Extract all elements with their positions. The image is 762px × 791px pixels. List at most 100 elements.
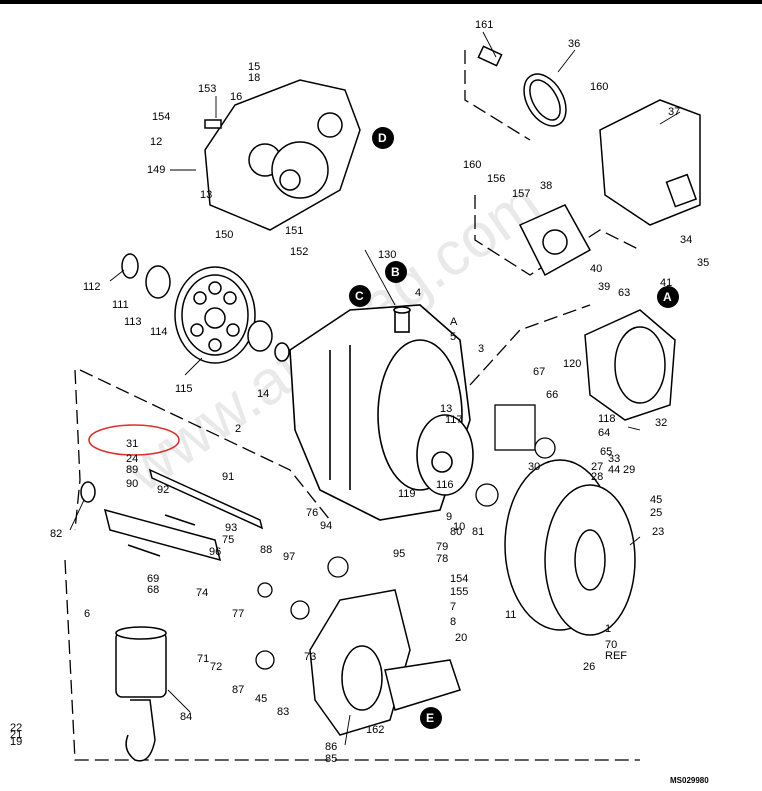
- part-number-label: 67: [533, 366, 545, 378]
- part-number-label: 76: [306, 507, 318, 519]
- part-number-label: 150: [215, 229, 233, 241]
- part-number-label: 114: [150, 326, 168, 338]
- callout-c-circle: [349, 285, 371, 307]
- part-number-label: 154: [152, 111, 170, 123]
- callout-circles: D B C A E: [349, 127, 679, 729]
- part-number-label: 63: [618, 287, 630, 299]
- part-number-label: 26: [583, 661, 595, 673]
- part-number-label: 68: [147, 584, 159, 596]
- part-number-label: 30: [528, 461, 540, 473]
- callout-e-label: E: [426, 711, 434, 725]
- part-number-label: 119: [398, 488, 416, 500]
- part-number-label: 160: [590, 81, 608, 93]
- part-number-label: 153: [198, 83, 216, 95]
- part-number-label: 151: [285, 225, 303, 237]
- part-number-label: 112: [83, 281, 101, 293]
- cable-drum: [504, 459, 636, 636]
- part-number-label: 116: [436, 479, 454, 491]
- part-number-label: 9: [446, 511, 452, 523]
- leader-lines: [69, 31, 681, 746]
- part-number-label: 34: [680, 234, 692, 246]
- part-number-label: 5: [450, 331, 456, 343]
- part-number-label: 160: [463, 159, 481, 171]
- part-number-label: 21: [10, 729, 22, 741]
- part-number-label: 152: [290, 246, 308, 258]
- part-number-label: 91: [222, 471, 234, 483]
- part-number-label: 25: [650, 507, 662, 519]
- part-number-label: 29: [623, 464, 635, 476]
- part-number-label: 118: [598, 413, 616, 425]
- callout-d-label: D: [378, 131, 387, 145]
- motor-top-right: [477, 45, 701, 226]
- part-number-label: 23: [652, 526, 664, 538]
- part-number-label: 154: [450, 573, 468, 585]
- part-number-label: 44: [608, 464, 620, 476]
- part-number-label: 32: [655, 417, 667, 429]
- part-number-label: 90: [126, 478, 138, 490]
- part-number-label: 4: [415, 287, 421, 299]
- part-number-label: 7: [450, 601, 456, 613]
- large-gear: [121, 253, 290, 364]
- part-number-label: 87: [232, 684, 244, 696]
- part-number-label: 33: [608, 453, 620, 465]
- callout-b-circle: [385, 261, 407, 283]
- part-number-label: 73: [304, 651, 316, 663]
- part-number-label: 113: [124, 316, 142, 328]
- part-number-label: 155: [450, 586, 468, 598]
- part-number-label: 14: [257, 388, 269, 400]
- part-number-label: 84: [180, 711, 192, 723]
- top-rule: [0, 0, 762, 4]
- gear-cover: [204, 79, 361, 231]
- part-number-label: 117: [445, 414, 463, 426]
- part-number-label: 156: [487, 173, 505, 185]
- part-number-label: 15: [248, 61, 260, 73]
- part-number-label: 13: [440, 403, 452, 415]
- part-number-label: 79: [436, 541, 448, 553]
- callout-e-circle: [420, 707, 442, 729]
- part-number-label: 8: [450, 616, 456, 628]
- alternator: [584, 309, 676, 421]
- part-number-label: 12: [150, 136, 162, 148]
- part-number-label: 111: [112, 299, 129, 311]
- part-number-label: 20: [455, 632, 467, 644]
- part-number-label: 130: [378, 249, 396, 261]
- part-number-label: 45: [255, 693, 267, 705]
- part-number-label: 82: [50, 528, 62, 540]
- part-number-label: 39: [598, 281, 610, 293]
- part-number-label: 89: [126, 464, 138, 476]
- part-number-label: A: [450, 316, 458, 328]
- part-number-label: 75: [222, 534, 234, 546]
- part-number-label: 40: [590, 263, 602, 275]
- part-number-label: 45: [650, 494, 662, 506]
- part-number-label: 64: [598, 427, 610, 439]
- part-number-label: 95: [393, 548, 405, 560]
- part-number-label: 97: [283, 551, 295, 563]
- part-number-label: 80: [450, 526, 462, 538]
- part-number-label: 94: [320, 520, 332, 532]
- main-housing: [289, 304, 474, 521]
- part-number-label: 35: [697, 257, 709, 269]
- part-number-label: 81: [472, 526, 484, 538]
- part-number-label: 3: [478, 343, 484, 355]
- document-number: MS029980: [670, 776, 709, 785]
- part-number-label: 2: [235, 423, 241, 435]
- part-number-label: 6: [84, 608, 90, 620]
- end-cover: [309, 589, 461, 736]
- part-number-label: 66: [546, 389, 558, 401]
- part-number-label: 69: [147, 573, 159, 585]
- part-number-label: 18: [248, 72, 260, 84]
- part-number-label: 11: [505, 609, 516, 621]
- part-number-label: 96: [209, 546, 221, 558]
- part-number-label: 149: [147, 164, 165, 176]
- callout-d-circle: [372, 127, 394, 149]
- part-number-label: 115: [175, 383, 193, 395]
- small-hardware: [255, 404, 556, 670]
- part-number-label: 31: [126, 438, 138, 450]
- phantom-lines: [64, 50, 641, 761]
- part-number-label: 83: [277, 706, 289, 718]
- highlight-ellipse: [88, 424, 180, 456]
- callout-a-label: A: [663, 290, 672, 304]
- mounting-plate: [518, 204, 592, 277]
- part-number-label: REF: [605, 650, 627, 662]
